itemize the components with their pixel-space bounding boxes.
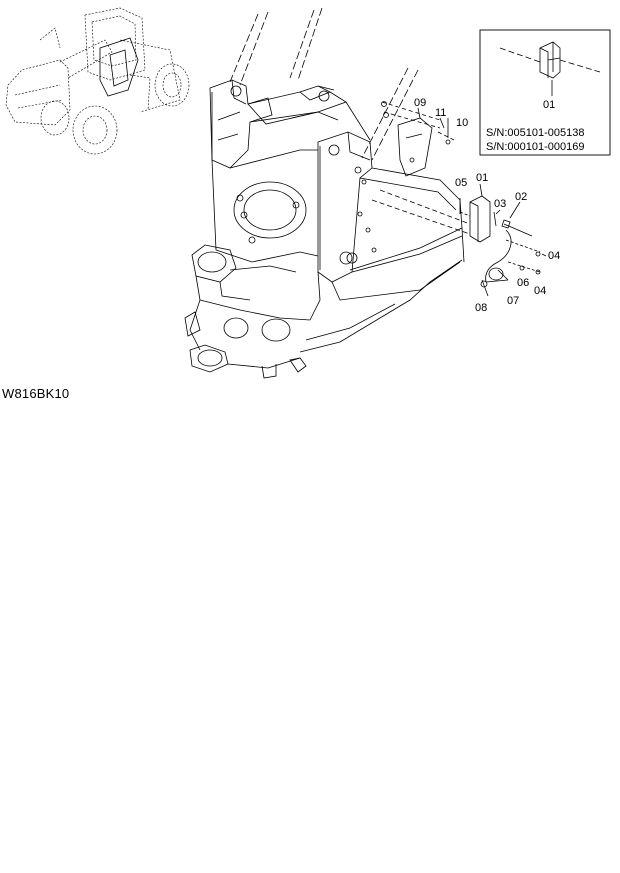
callout-09: 09 xyxy=(414,97,426,109)
front-frame-drawing xyxy=(184,7,465,379)
thumbnail-highlight xyxy=(99,37,139,97)
serial-range-1: S/N:005101-005138 xyxy=(486,127,584,139)
serial-range-2: S/N:000101-000169 xyxy=(486,141,584,153)
callout-08: 08 xyxy=(475,302,487,314)
callout-10: 10 xyxy=(456,117,468,129)
callout-03: 03 xyxy=(494,198,506,210)
callout-06: 06 xyxy=(517,277,529,289)
sensor-bracket-assembly xyxy=(371,101,547,297)
callout-04-lower: 04 xyxy=(534,285,546,297)
callout-05: 05 xyxy=(455,177,467,189)
callout-07: 07 xyxy=(507,295,519,307)
loader-thumbnail xyxy=(5,7,190,155)
callout-01: 01 xyxy=(476,172,488,184)
inset-callout-01: 01 xyxy=(543,99,555,111)
serial-inset-box: 01 S/N:005101-005138 S/N:000101-000169 xyxy=(479,29,611,156)
callout-02: 02 xyxy=(515,191,527,203)
drawing-code: W816BK10 xyxy=(2,386,70,401)
callout-04-upper: 04 xyxy=(548,250,560,262)
callout-labels: 09 11 10 05 01 02 03 04 06 04 08 07 xyxy=(414,97,560,314)
callout-11: 11 xyxy=(435,107,446,119)
bracket-detail-icon xyxy=(499,41,601,96)
